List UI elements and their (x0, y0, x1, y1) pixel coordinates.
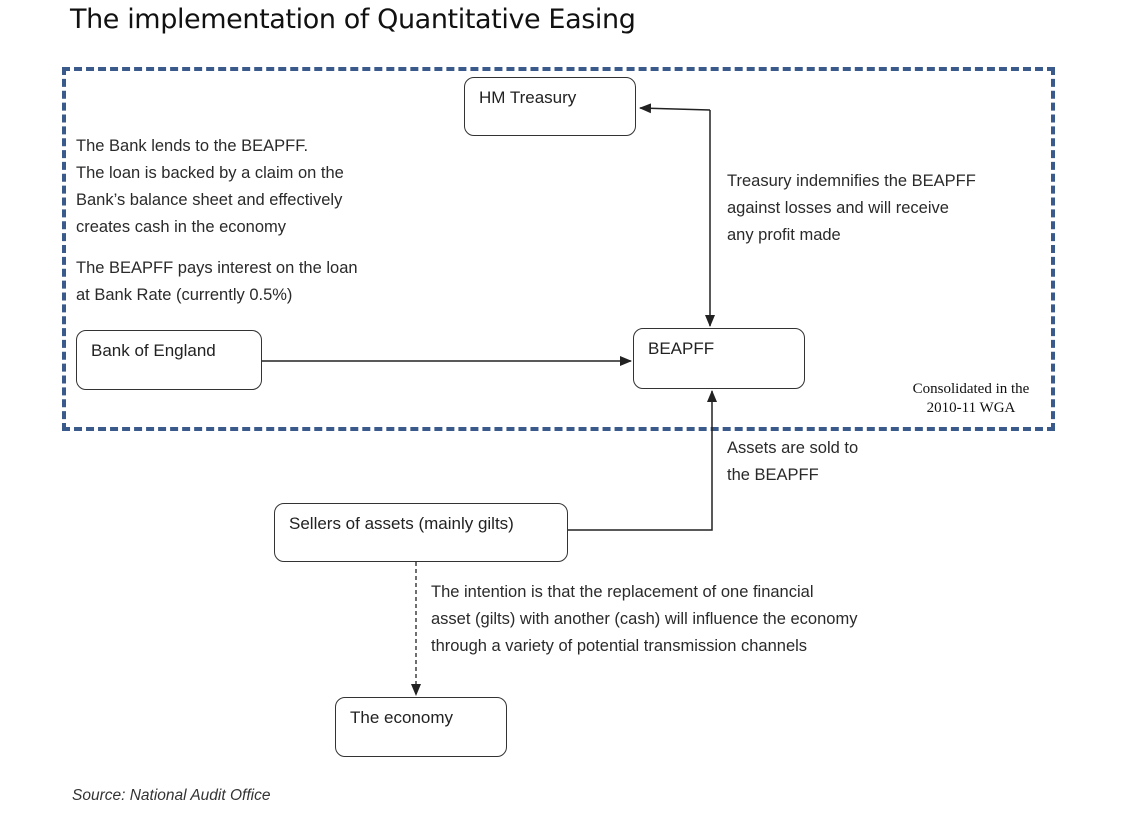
annotation-line: creates cash in the economy (76, 218, 287, 236)
annotation-line: Bank’s balance sheet and effectively (76, 191, 343, 209)
annotation-line: the BEAPFF (727, 466, 819, 484)
beapff-node: BEAPFF (633, 328, 805, 389)
treasury-annotation: Treasury indemnifies the BEAPFF against … (727, 168, 976, 249)
consolidation-boundary (62, 67, 1055, 431)
annotation-line: any profit made (727, 226, 841, 244)
hm-treasury-node: HM Treasury (464, 77, 636, 136)
treasury-link-arrow (639, 103, 711, 114)
annotation-line: The intention is that the replacement of… (431, 583, 814, 601)
annotation-line: The BEAPFF pays interest on the loan (76, 259, 358, 277)
sellers-of-assets-node: Sellers of assets (mainly gilts) (274, 503, 568, 562)
annotation-line: at Bank Rate (currently 0.5%) (76, 286, 293, 304)
annotation-line: Assets are sold to (727, 439, 859, 457)
sellers-to-beapff-arrow (568, 390, 717, 531)
assets-sold-annotation: Assets are sold to the BEAPFF (727, 435, 858, 489)
source-caption: Source: National Audit Office (72, 787, 271, 804)
diagram-title: The implementation of Quantitative Easin… (70, 4, 636, 35)
annotation-line: asset (gilts) with another (cash) will i… (431, 610, 858, 628)
note-line: 2010-11 WGA (926, 400, 1016, 416)
economy-node: The economy (335, 697, 507, 757)
intention-annotation: The intention is that the replacement of… (431, 579, 857, 660)
note-line: Consolidated in the (912, 381, 1030, 397)
bank-of-england-node: Bank of England (76, 330, 262, 390)
annotation-line: The Bank lends to the BEAPFF. (76, 137, 309, 155)
bank-lends-annotation: The Bank lends to the BEAPFF. The loan i… (76, 133, 344, 241)
annotation-line: against losses and will receive (727, 199, 949, 217)
consolidated-note: Consolidated in the 2010-11 WGA (896, 380, 1046, 418)
annotation-line: Treasury indemnifies the BEAPFF (727, 172, 976, 190)
interest-annotation: The BEAPFF pays interest on the loan at … (76, 255, 358, 309)
annotation-line: through a variety of potential transmiss… (431, 637, 808, 655)
annotation-line: The loan is backed by a claim on the (76, 164, 344, 182)
